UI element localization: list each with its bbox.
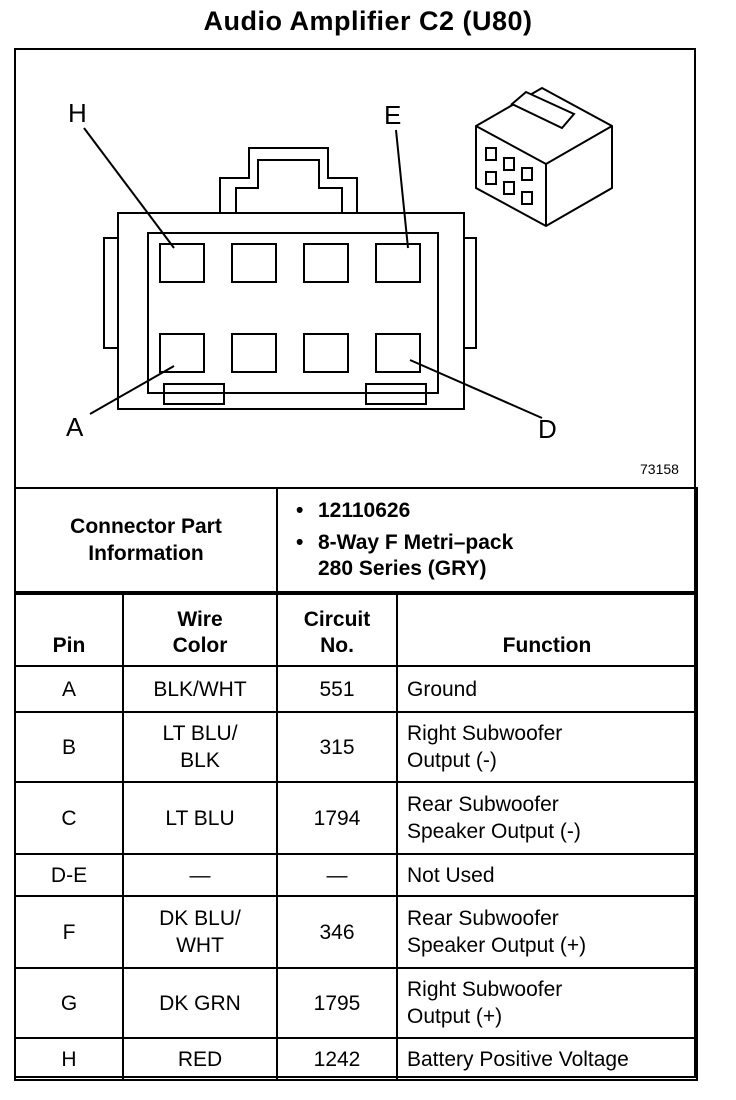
housing-outer (117, 212, 465, 410)
cell-circuit: 1242 (276, 1037, 398, 1081)
cell-pin: H (14, 1037, 124, 1081)
housing-inner (147, 232, 439, 394)
latch (219, 147, 358, 213)
table-row: F DK BLU/ WHT 346 Rear Subwoofer Speaker… (14, 895, 698, 969)
cell-function: Rear Subwoofer Speaker Output (+) (396, 895, 698, 969)
bottom-key-right (365, 383, 427, 405)
connector-drawing: H E A D 73158 (66, 86, 679, 477)
cell-function: Battery Positive Voltage (396, 1037, 698, 1081)
pin-table: Pin Wire Color Circuit No. Function A BL… (14, 593, 698, 1081)
cavity-h (159, 243, 205, 283)
cavity-e (375, 243, 421, 283)
latch-inner (235, 159, 343, 213)
bottom-key-left (163, 383, 225, 405)
pin-label-h: H (68, 98, 87, 128)
table-row: D-E — — Not Used (14, 853, 698, 897)
cell-pin: B (14, 711, 124, 783)
right-tab (464, 237, 477, 349)
cell-circuit: 1794 (276, 781, 398, 855)
table-row: A BLK/WHT 551 Ground (14, 665, 698, 713)
cell-pin: A (14, 665, 124, 713)
cell-pin: G (14, 967, 124, 1039)
cell-wire-color: BLK/WHT (122, 665, 278, 713)
header-function: Function (396, 593, 698, 667)
connector-info-details: 12110626 8-Way F Metri–pack 280 Series (… (276, 487, 698, 593)
cell-circuit: 346 (276, 895, 398, 969)
pin-label-a: A (66, 412, 84, 442)
cell-wire-color: LT BLU/ BLK (122, 711, 278, 783)
connector-info-list: 12110626 8-Way F Metri–pack 280 Series (… (278, 492, 696, 582)
cavity-d (375, 333, 421, 373)
table-row: B LT BLU/ BLK 315 Right Subwoofer Output… (14, 711, 698, 783)
cell-wire-color: DK BLU/ WHT (122, 895, 278, 969)
pin-label-e: E (384, 100, 401, 130)
cell-function: Right Subwoofer Output (-) (396, 711, 698, 783)
cell-wire-color: — (122, 853, 278, 897)
leader-e (395, 129, 409, 249)
cell-function: Ground (396, 665, 698, 713)
cell-pin: C (14, 781, 124, 855)
leader-a (89, 365, 175, 415)
cell-circuit: 315 (276, 711, 398, 783)
cavity-b (231, 333, 277, 373)
cell-wire-color: DK GRN (122, 967, 278, 1039)
cell-circuit: 551 (276, 665, 398, 713)
connector-info-item: 8-Way F Metri–pack 280 Series (GRY) (296, 530, 696, 582)
connector-info-label: Connector Part Information (14, 487, 278, 593)
header-circuit: Circuit No. (276, 593, 398, 667)
leader-h (83, 127, 175, 249)
table-row: G DK GRN 1795 Right Subwoofer Output (+) (14, 967, 698, 1039)
cell-function: Rear Subwoofer Speaker Output (-) (396, 781, 698, 855)
cavity-f (303, 243, 349, 283)
reference-number: 73158 (640, 461, 679, 477)
cell-circuit: — (276, 853, 398, 897)
connector-diagram: H E A D 73158 (14, 48, 696, 488)
table-row: C LT BLU 1794 Rear Subwoofer Speaker Out… (14, 781, 698, 855)
cell-wire-color: RED (122, 1037, 278, 1081)
left-tab (103, 237, 118, 349)
pin-label-d: D (538, 414, 557, 444)
cell-pin: D-E (14, 853, 124, 897)
connector-info-table: Connector Part Information 12110626 8-Wa… (14, 487, 698, 593)
pin-table-header: Pin Wire Color Circuit No. Function (14, 593, 698, 667)
cell-circuit: 1795 (276, 967, 398, 1039)
cavity-c (303, 333, 349, 373)
page-title: Audio Amplifier C2 (U80) (203, 6, 533, 36)
header-pin: Pin (14, 593, 124, 667)
cell-function: Right Subwoofer Output (+) (396, 967, 698, 1039)
connector-isometric (475, 86, 613, 228)
connector-info-item: 12110626 (296, 498, 696, 524)
cavity-a (159, 333, 205, 373)
cell-wire-color: LT BLU (122, 781, 278, 855)
table-row: H RED 1242 Battery Positive Voltage (14, 1037, 698, 1081)
header-wire-color: Wire Color (122, 593, 278, 667)
leader-d (409, 359, 543, 419)
cavity-g (231, 243, 277, 283)
cell-function: Not Used (396, 853, 698, 897)
cell-pin: F (14, 895, 124, 969)
